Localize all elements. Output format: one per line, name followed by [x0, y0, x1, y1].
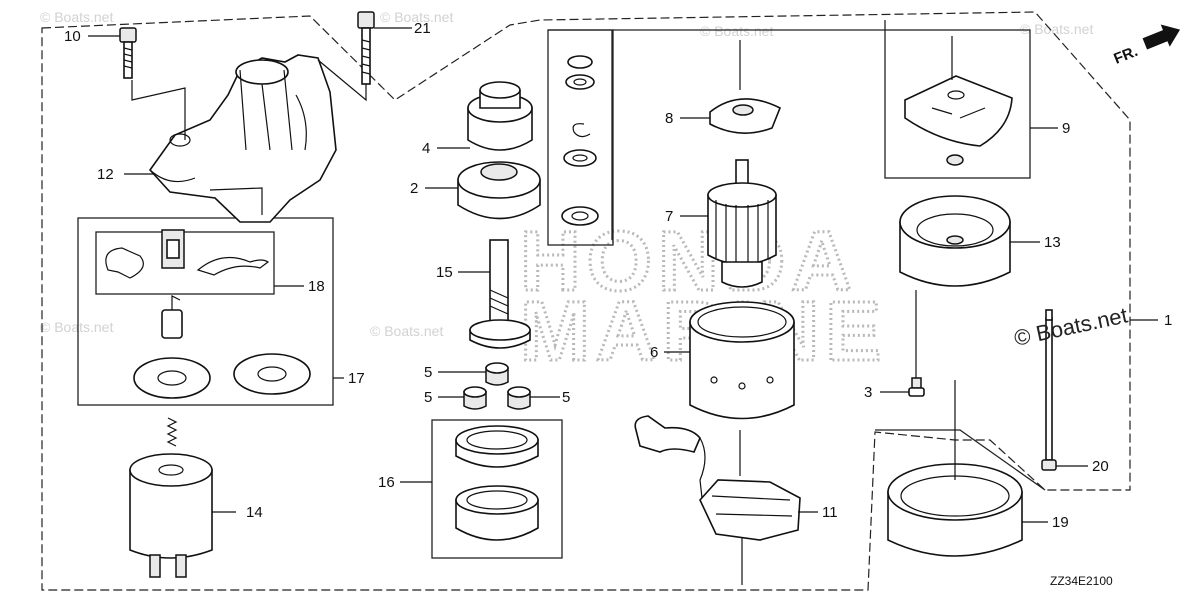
- screw-3: [908, 290, 925, 397]
- group-box-washers: [547, 29, 614, 246]
- brush-parts: [105, 229, 270, 279]
- corner-watermark: © Boats.net: [1012, 302, 1130, 350]
- washer-stack: [561, 55, 599, 226]
- gasket-17: [133, 353, 311, 399]
- callout-7: 7: [665, 208, 673, 225]
- callout-20: 20: [1092, 458, 1109, 475]
- bolt-21: [357, 11, 375, 85]
- callout-5: 5: [424, 364, 432, 381]
- through-bolt-20: [1041, 309, 1057, 471]
- yoke-6: [689, 301, 795, 420]
- callout-5: 5: [424, 389, 432, 406]
- callout-11: 11: [822, 504, 838, 521]
- callout-2: 2: [410, 180, 418, 197]
- group-box-19: [875, 429, 1046, 491]
- shaft-15: [469, 239, 531, 349]
- group-box-18: [95, 231, 275, 295]
- site-watermark: © Boats.net: [1020, 21, 1093, 37]
- diagram-code: ZZ34E2100: [1050, 574, 1113, 588]
- thrust-plate-8: [709, 40, 782, 134]
- bolt-guide-line: [131, 80, 186, 140]
- planetary-gears-5: [463, 362, 531, 410]
- gear-housing-2: [457, 161, 541, 220]
- callout-17: 17: [348, 370, 365, 387]
- site-watermark: © Boats.net: [380, 9, 453, 25]
- callout-labels: 10 21 12 4 2 15 5 5 5 16 8 7 6 11 9 13 3…: [64, 20, 1172, 531]
- callout-16: 16: [378, 474, 395, 491]
- bolt-10: [119, 27, 137, 79]
- callout-19: 19: [1052, 514, 1069, 531]
- group-box-16: [431, 419, 563, 559]
- group-box-17-18: [77, 217, 334, 406]
- callout-13: 13: [1044, 234, 1061, 251]
- brush-holder-11: [634, 415, 801, 585]
- solenoid-14: [129, 417, 213, 578]
- brand-watermark-honda: HONDA: [520, 214, 858, 308]
- callout-1: 1: [1164, 312, 1172, 329]
- pinion-4: [467, 81, 533, 151]
- brush-lead: [161, 295, 183, 339]
- brush-plate-9: [904, 36, 1013, 166]
- callout-10: 10: [64, 28, 81, 45]
- callout-18: 18: [308, 278, 325, 295]
- callout-3: 3: [864, 384, 872, 401]
- group-box-9: [884, 29, 1031, 179]
- site-watermark: © Boats.net: [40, 9, 113, 25]
- front-arrow-icon: [1142, 24, 1181, 50]
- site-watermark: © Boats.net: [370, 323, 443, 339]
- site-watermark: © Boats.net: [40, 319, 113, 335]
- leader-lines: [88, 27, 1158, 523]
- callout-6: 6: [650, 344, 658, 361]
- callout-12: 12: [97, 166, 114, 183]
- front-marker-label: FR.: [1111, 43, 1140, 68]
- callout-15: 15: [436, 264, 453, 281]
- callout-9: 9: [1062, 120, 1070, 137]
- callout-21: 21: [414, 20, 431, 37]
- front-housing: [148, 54, 337, 223]
- armature-7: [707, 159, 777, 288]
- rear-cover-13: [899, 195, 1011, 287]
- front-direction-marker: FR.: [1111, 24, 1181, 68]
- callout-8: 8: [665, 110, 673, 127]
- bolt-guide-line: [317, 59, 367, 102]
- callout-4: 4: [422, 140, 430, 157]
- callout-5: 5: [562, 389, 570, 406]
- site-watermark: © Boats.net: [700, 23, 773, 39]
- protector-19: [887, 380, 1023, 557]
- internal-gear-16: [455, 425, 539, 541]
- callout-14: 14: [246, 504, 263, 521]
- assembly-outline: [41, 11, 1131, 591]
